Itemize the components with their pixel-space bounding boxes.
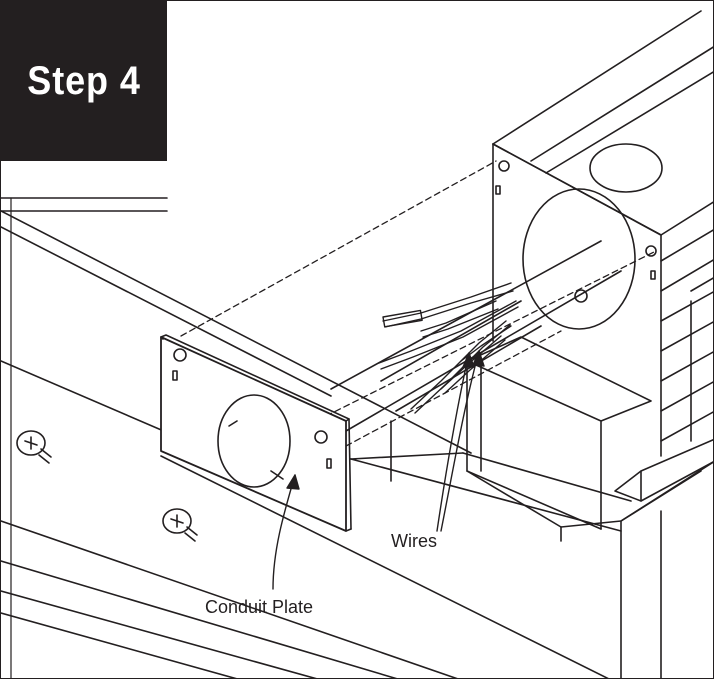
screw-left — [16, 430, 52, 464]
front-rail — [560, 438, 713, 678]
base-channel — [1, 197, 632, 678]
wires-arrow-1 — [436, 352, 470, 532]
junction-box — [466, 336, 652, 530]
conduit-plate — [160, 334, 352, 532]
step-label: Step 4 — [27, 58, 141, 103]
rear-enclosure — [492, 10, 713, 457]
step-badge: Step 4 — [1, 1, 167, 161]
callout-arrows — [272, 350, 485, 590]
conduit-plate-label: Conduit Plate — [205, 597, 314, 617]
wires-arrow-2 — [440, 350, 480, 532]
wires-label: Wires — [391, 531, 437, 551]
screw-bottom — [162, 508, 198, 542]
